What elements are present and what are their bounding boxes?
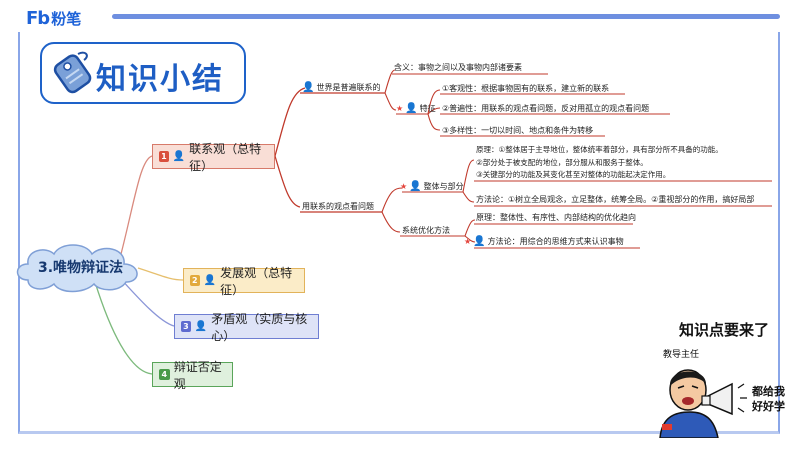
branch-label: 辩证否定观 — [173, 359, 222, 391]
branch-label: 矛盾观（实质与核心） — [211, 311, 308, 343]
feature-item: ③多样性：一切以时间、地点和条件为转移 — [442, 124, 593, 136]
node-system: 系统优化方法 — [402, 224, 450, 236]
price-tag-icon — [53, 51, 92, 94]
person-icon: 👤 — [409, 180, 422, 192]
person-icon: 👤 — [194, 321, 208, 332]
feature-item-label: ②普遍性：用联系的观点看问题，反对用孤立的观点看问题 — [442, 103, 650, 113]
node-world: 👤 世界是普遍联系的 — [302, 81, 380, 93]
node-feature-label: 特征 — [419, 103, 436, 113]
shout-text: 都给我 好好学 — [752, 384, 785, 414]
speech-text: 知识点要来了 — [679, 321, 770, 339]
star-icon: ★ — [400, 181, 408, 191]
node-whole: ★ 👤 整体与部分 — [400, 180, 464, 192]
node-whole-label: 整体与部分 — [423, 181, 464, 191]
shout-line-2: 好好学 — [752, 400, 785, 413]
summary-title: 知识小结 — [96, 62, 224, 97]
teacher-character-icon — [659, 369, 747, 438]
logo-name: 粉笔 — [51, 10, 82, 28]
branch-development[interactable]: 2 👤 发展观（总特征） — [183, 266, 305, 297]
feature-item-label: ①客观性：根据事物固有的联系，建立新的联系 — [442, 83, 610, 93]
node-system-label: 系统优化方法 — [402, 225, 450, 235]
teacher-role: 教导主任 — [663, 350, 700, 360]
node-definition-label: 含义：事物之间以及事物内部诸要素 — [394, 62, 522, 72]
brand-logo: Fb 粉笔 — [26, 8, 81, 29]
branch-number: 4 — [159, 369, 170, 380]
system-principle: 原理：整体性、有序性、内部结构的优化趋向 — [476, 211, 636, 223]
shout-line-1: 都给我 — [752, 385, 785, 398]
feature-item: ①客观性：根据事物固有的联系，建立新的联系 — [442, 82, 609, 94]
whole-method: 方法论：①树立全局观念，立足整体，统筹全局。②重视部分的作用，搞好局部 — [476, 193, 754, 205]
feature-item: ②普遍性：用联系的观点看问题，反对用孤立的观点看问题 — [442, 102, 649, 114]
node-method-label: 用联系的观点看问题 — [302, 201, 374, 211]
whole-method-label: 方法论：①树立全局观念，立足整体，统筹全局。②重视部分的作用，搞好局部 — [476, 194, 755, 204]
root-cloud-icon — [16, 244, 138, 293]
person-icon: 👤 — [473, 235, 486, 247]
slide-frame — [18, 32, 780, 434]
branch-number: 1 — [159, 151, 169, 162]
branch-label: 联系观（总特征） — [189, 141, 262, 173]
node-method: 用联系的观点看问题 — [302, 200, 374, 212]
branch-negation[interactable]: 4 辩证否定观 — [152, 360, 233, 391]
whole-principle-2: ②部分处于被支配的地位，部分服从和服务于整体。 — [476, 158, 648, 167]
person-icon: 👤 — [405, 102, 418, 114]
system-method-label: 方法论：用综合的思维方式来认识事物 — [487, 236, 624, 246]
branch-number: 3 — [181, 321, 191, 332]
node-definition: 含义：事物之间以及事物内部诸要素 — [394, 61, 522, 73]
whole-principle-1: 原理：①整体居于主导地位，整体统率着部分，具有部分所不具备的功能。 — [476, 145, 723, 154]
star-icon: ★ — [396, 103, 404, 113]
branch-number: 2 — [190, 275, 200, 286]
star-icon: ★ — [464, 236, 472, 246]
node-feature: ★ 👤 特征 — [396, 102, 436, 114]
node-world-label: 世界是普遍联系的 — [316, 82, 381, 92]
person-icon: 👤 — [203, 275, 217, 286]
person-icon: 👤 — [302, 81, 315, 93]
branch-connection[interactable]: 1 👤 联系观（总特征） — [152, 142, 275, 173]
root-topic: 3.唯物辩证法 — [38, 260, 124, 276]
logo-mark: Fb — [26, 8, 50, 29]
whole-principle-3: ③关键部分的功能及其变化甚至对整体的功能起决定作用。 — [476, 170, 671, 179]
feature-item-label: ③多样性：一切以时间、地点和条件为转移 — [442, 125, 594, 135]
system-principle-label: 原理：整体性、有序性、内部结构的优化趋向 — [476, 212, 636, 222]
system-method: ★ 👤 方法论：用综合的思维方式来认识事物 — [464, 235, 624, 247]
branch-contradiction[interactable]: 3 👤 矛盾观（实质与核心） — [174, 312, 319, 343]
branch-label: 发展观（总特征） — [220, 265, 293, 297]
person-icon: 👤 — [172, 151, 186, 162]
header-rule — [112, 14, 780, 19]
